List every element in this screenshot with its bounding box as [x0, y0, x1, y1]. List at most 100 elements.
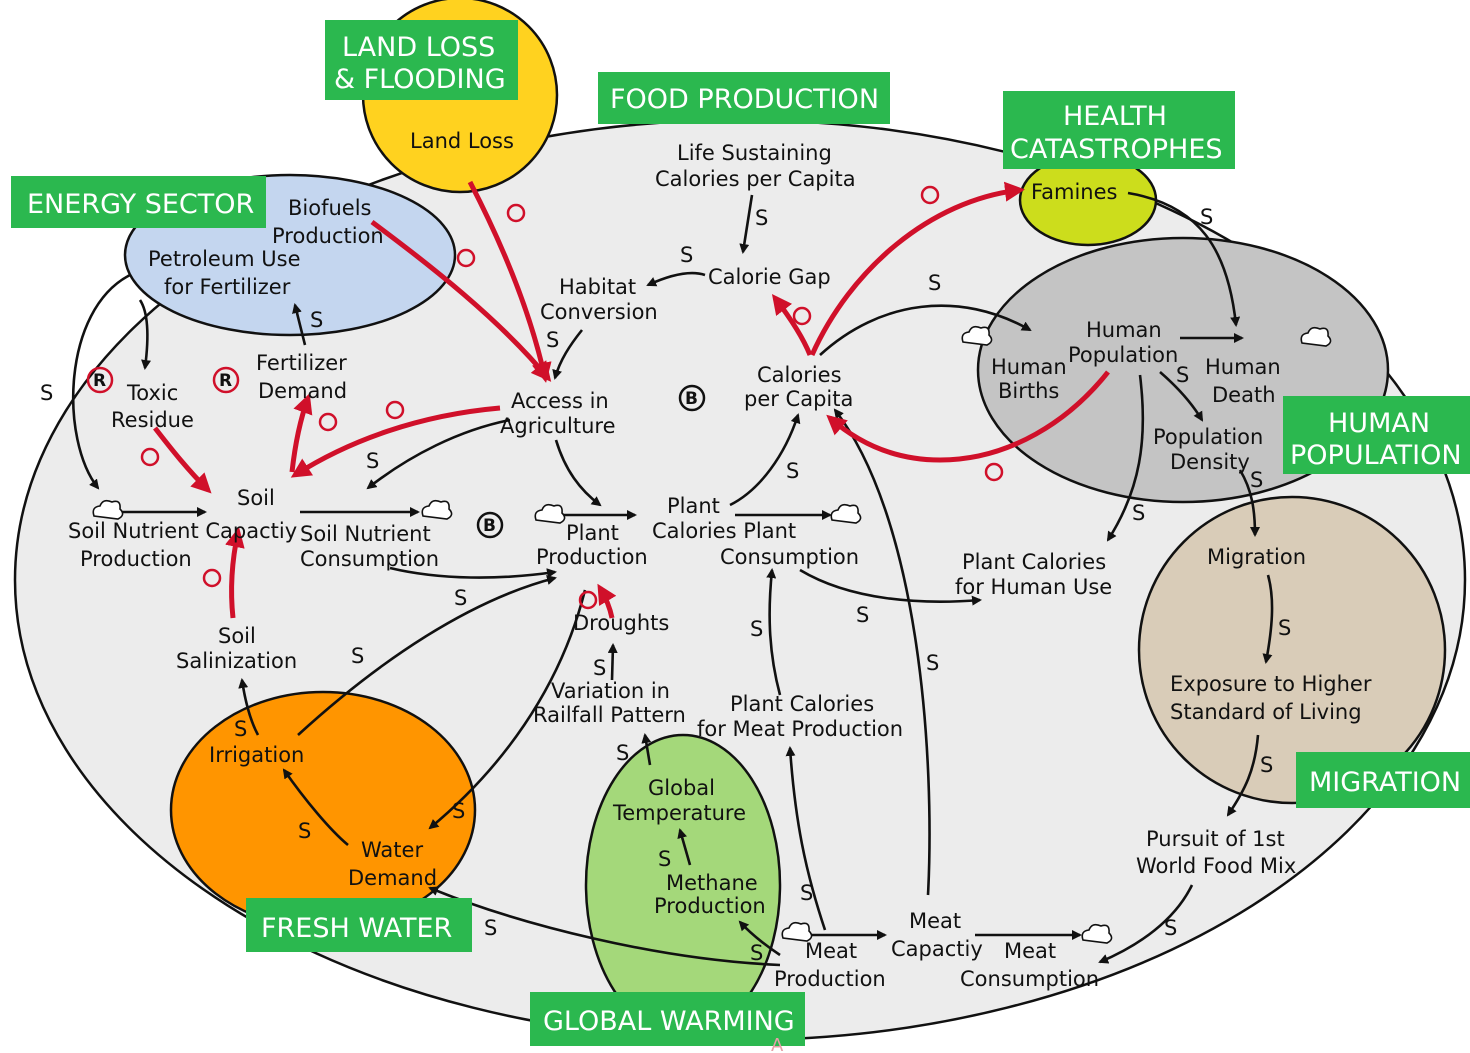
black-links: [71, 191, 1274, 967]
svg-text:ENERGY SECTOR: ENERGY SECTOR: [27, 189, 254, 220]
node-droughts: Droughts: [573, 611, 669, 635]
same-polarity-marks: S S S S S S S S S S S S S S S S S S S S …: [40, 205, 1291, 965]
section-migration: MIGRATION: [1296, 752, 1470, 808]
node-migration: Migration: [1207, 545, 1306, 569]
cloud-icons: [92, 325, 1332, 944]
stray-mark: A: [771, 1035, 784, 1053]
svg-text:S: S: [593, 656, 606, 680]
node-meat: Meat: [909, 909, 961, 933]
cloud-icon: [92, 499, 124, 520]
balancing-loop-icon: B: [476, 511, 504, 539]
svg-text:S: S: [800, 881, 813, 905]
svg-text:S: S: [856, 603, 869, 627]
svg-text:GLOBAL WARMING: GLOBAL WARMING: [543, 1006, 795, 1037]
section-food-production: FOOD PRODUCTION: [598, 72, 890, 124]
svg-text:S: S: [298, 819, 311, 843]
svg-text:MIGRATION: MIGRATION: [1309, 767, 1461, 798]
svg-text:S: S: [616, 741, 629, 765]
section-headers: LAND LOSS& FLOODING FOOD PRODUCTION HEAL…: [11, 20, 1470, 1046]
node-famines: Famines: [1031, 180, 1117, 204]
svg-text:S: S: [546, 328, 559, 352]
migration-circle: [1137, 495, 1447, 805]
opposite-polarity-marks: [140, 185, 1004, 610]
svg-text:S: S: [40, 381, 53, 405]
svg-text:S: S: [366, 449, 379, 473]
svg-text:FRESH WATER: FRESH WATER: [261, 913, 452, 944]
svg-text:S: S: [1132, 501, 1145, 525]
node-meat-capacity: Capactiy: [891, 937, 983, 961]
svg-text:S: S: [786, 459, 799, 483]
cloud-icon: [1300, 326, 1332, 347]
cloud-icon: [830, 503, 862, 524]
cloud-icon: [781, 921, 813, 942]
svg-text:S: S: [1260, 753, 1273, 777]
svg-text:S: S: [680, 243, 693, 267]
section-global-warming: GLOBAL WARMING: [530, 992, 805, 1046]
svg-text:S: S: [1250, 468, 1263, 492]
section-land-loss-flooding: LAND LOSS& FLOODING: [325, 20, 518, 100]
svg-text:S: S: [351, 644, 364, 668]
svg-text:S: S: [1176, 363, 1189, 387]
reinforcing-loop-icon: R: [86, 366, 114, 394]
svg-text:S: S: [750, 617, 763, 641]
red-links: [153, 180, 1110, 619]
svg-text:R: R: [219, 371, 232, 391]
node-land-loss: Land Loss: [410, 129, 514, 153]
svg-text:FOOD PRODUCTION: FOOD PRODUCTION: [610, 84, 879, 115]
svg-text:S: S: [454, 586, 467, 610]
balancing-loop-icon: B: [678, 384, 706, 412]
svg-text:S: S: [658, 847, 671, 871]
svg-text:LAND LOSS& FLOODING: LAND LOSS& FLOODING: [334, 32, 506, 95]
loop-markers: R R B B: [86, 366, 706, 539]
cloud-icon: [961, 325, 993, 346]
node-plant: Plant: [667, 494, 720, 518]
svg-text:S: S: [310, 308, 323, 332]
svg-text:S: S: [750, 941, 763, 965]
svg-text:S: S: [484, 916, 497, 940]
cloud-icon: [1081, 923, 1113, 944]
cloud-icon: [534, 503, 566, 524]
svg-text:S: S: [452, 799, 465, 823]
svg-text:S: S: [1278, 616, 1291, 640]
reinforcing-loop-icon: R: [212, 366, 240, 394]
svg-text:R: R: [93, 371, 106, 391]
svg-text:S: S: [234, 717, 247, 741]
svg-text:B: B: [685, 389, 698, 409]
node-soil: Soil: [237, 486, 275, 510]
node-calorie-gap: Calorie Gap: [708, 265, 831, 289]
section-fresh-water: FRESH WATER: [246, 898, 472, 952]
